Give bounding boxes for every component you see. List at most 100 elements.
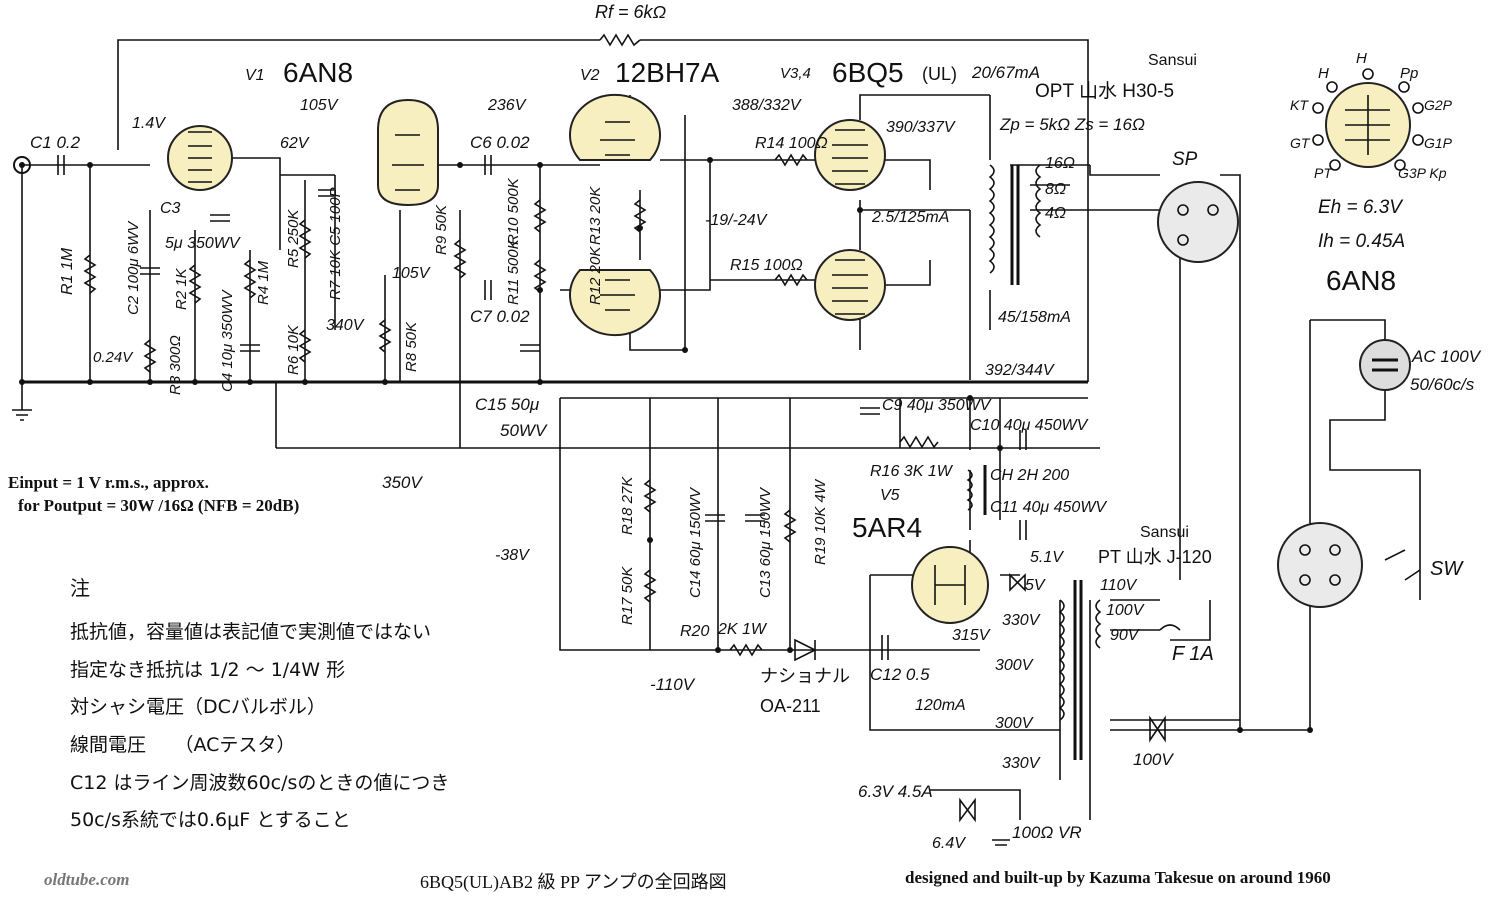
note-5: C12 はライン周波数60c/sのときの値につき <box>70 772 450 794</box>
c1-label: C1 0.2 <box>30 133 81 152</box>
sp-label: SP <box>1172 149 1198 170</box>
tap-90: 90V <box>1110 627 1140 644</box>
pin-pp: Pp <box>1400 65 1418 82</box>
pt-brand: Sansui <box>1140 524 1189 541</box>
pin-pt: PT <box>1314 165 1333 181</box>
r9-label: R9 50K <box>433 204 450 255</box>
v-25: 2.5/125mA <box>871 209 949 226</box>
pin-g1p: G1P <box>1424 135 1453 151</box>
pin-gt: GT <box>1290 135 1311 151</box>
r10-label: R10 500K <box>505 177 522 245</box>
r19-label: R19 10K 4W <box>812 478 829 565</box>
v-5: 5V <box>1025 577 1046 594</box>
opt-brand: Sansui <box>1148 52 1197 69</box>
v-236: 236V <box>487 97 527 114</box>
rf-label: Rf = 6kΩ <box>595 2 667 22</box>
v-392: 392/344V <box>985 362 1055 379</box>
vr-label: 100Ω VR <box>1012 823 1082 842</box>
r3-label: R3 300Ω <box>167 335 184 395</box>
freq-label: 50/60c/s <box>1410 375 1475 394</box>
v-390: 390/337V <box>886 119 956 136</box>
v34-mode: (UL) <box>922 64 957 84</box>
ch-label: CH 2H 200 <box>990 467 1069 484</box>
opt-name: OPT 山水 H30-5 <box>1035 80 1174 102</box>
transformer-labels: Sansui OPT 山水 H30-5 Zp = 5kΩ Zs = 16Ω 16… <box>999 52 1212 644</box>
pinout-labels: H H Pp KT G2P GT G1P PT G3P Kp Eh = 6.3V… <box>1290 50 1453 296</box>
c13-label: C13 60μ 150WV <box>757 486 774 598</box>
v1-type: 6AN8 <box>283 57 353 88</box>
pin-g2p: G2P <box>1424 97 1453 113</box>
r8-label: R8 50K <box>403 321 420 372</box>
v-340: 340V <box>326 317 365 334</box>
v-350: 350V <box>382 473 423 492</box>
r5-label: R5 250K <box>285 209 302 268</box>
r14-label: R14 100Ω <box>755 135 828 152</box>
v-45: 45/158mA <box>998 309 1071 326</box>
misc-parts <box>794 181 1421 846</box>
v-14: 1.4V <box>132 115 166 132</box>
notes-heading: 注 <box>70 576 90 600</box>
v5-type: 5AR4 <box>852 512 922 543</box>
c7-label: C7 0.02 <box>470 307 530 326</box>
diode-label: ナショナル <box>760 666 850 686</box>
tap-16: 16Ω <box>1045 155 1075 172</box>
mains-labels: AC 100V 50/60c/s <box>1410 347 1482 394</box>
v-62: 62V <box>280 135 310 152</box>
v-330b: 330V <box>1002 755 1041 772</box>
v-300a: 300V <box>995 657 1034 674</box>
transformers <box>966 164 1102 760</box>
c2-label: C2 100μ 6WV <box>125 220 142 315</box>
component-labels: C1 0.2 Rf = 6kΩ C3 5μ 350WV C6 0.02 C7 0… <box>30 2 1464 842</box>
capacitors <box>57 155 1027 660</box>
v-100: 100V <box>1133 750 1174 769</box>
spec-output: for Poutput = 30W /16Ω (NFB = 20dB) <box>18 496 300 515</box>
tap-4: 4Ω <box>1045 205 1066 222</box>
pin-type: 6AN8 <box>1326 265 1396 296</box>
v2-type: 12BH7A <box>615 57 720 88</box>
r1-label: R1 1M <box>59 247 76 295</box>
v-110: -110V <box>650 675 696 694</box>
pt-name: PT 山水 J-120 <box>1098 547 1212 567</box>
c12-label: C12 0.5 <box>870 665 930 684</box>
v34-current: 20/67mA <box>971 63 1040 82</box>
v2-ref: V2 <box>580 67 600 84</box>
r20-val-label: 2K 1W <box>717 621 768 638</box>
pin-h1: H <box>1318 65 1329 82</box>
v-315: 315V <box>952 627 991 644</box>
r20-label: R20 <box>680 623 709 640</box>
tap-110: 110V <box>1100 577 1138 594</box>
note-1: 抵抗値，容量値は表記値で実測値ではない <box>70 621 432 643</box>
c10-label: C10 40μ 450WV <box>970 417 1089 434</box>
c14-label: C14 60μ 150WV <box>687 486 704 598</box>
tap-100: 100V <box>1106 602 1145 619</box>
v5-ref: V5 <box>880 487 900 504</box>
r16-label: R16 3K 1W <box>870 463 954 480</box>
v1-ref: V1 <box>245 67 265 84</box>
r13-label: R13 20K <box>587 186 604 245</box>
v-330a: 330V <box>1002 612 1041 629</box>
c6-label: C6 0.02 <box>470 133 530 152</box>
pin-h2: H <box>1356 50 1367 67</box>
v-388: 388/332V <box>732 97 802 114</box>
r4-label: R4 1M <box>255 260 272 305</box>
v34-type: 6BQ5 <box>832 57 904 88</box>
watermark: oldtube.com <box>44 870 130 889</box>
r6-label: R6 10K <box>285 324 302 375</box>
diode-type-label: OA-211 <box>760 696 821 716</box>
pin-g3pkp: G3P Kp <box>1398 165 1447 181</box>
footer-credit: designed and built-up by Kazuma Takesue … <box>905 868 1331 887</box>
c4-label: C4 10μ 350WV <box>219 288 236 392</box>
v-64: 6.4V <box>932 835 966 852</box>
r17-label: R17 50K <box>619 566 636 625</box>
r11-label: R11 500K <box>505 238 522 305</box>
r7-label: R7 10K C5 100P <box>327 187 344 300</box>
pin-ih: Ih = 0.45A <box>1318 231 1405 252</box>
tube-labels: V1 6AN8 V2 12BH7A V3,4 6BQ5 (UL) 20/67mA… <box>245 57 1040 543</box>
tap-8: 8Ω <box>1045 181 1066 198</box>
r18-label: R18 27K <box>619 476 636 535</box>
v-300b: 300V <box>995 715 1034 732</box>
v-105a: 105V <box>300 97 339 114</box>
sw-label: SW <box>1430 558 1464 580</box>
tubes <box>167 68 1424 624</box>
